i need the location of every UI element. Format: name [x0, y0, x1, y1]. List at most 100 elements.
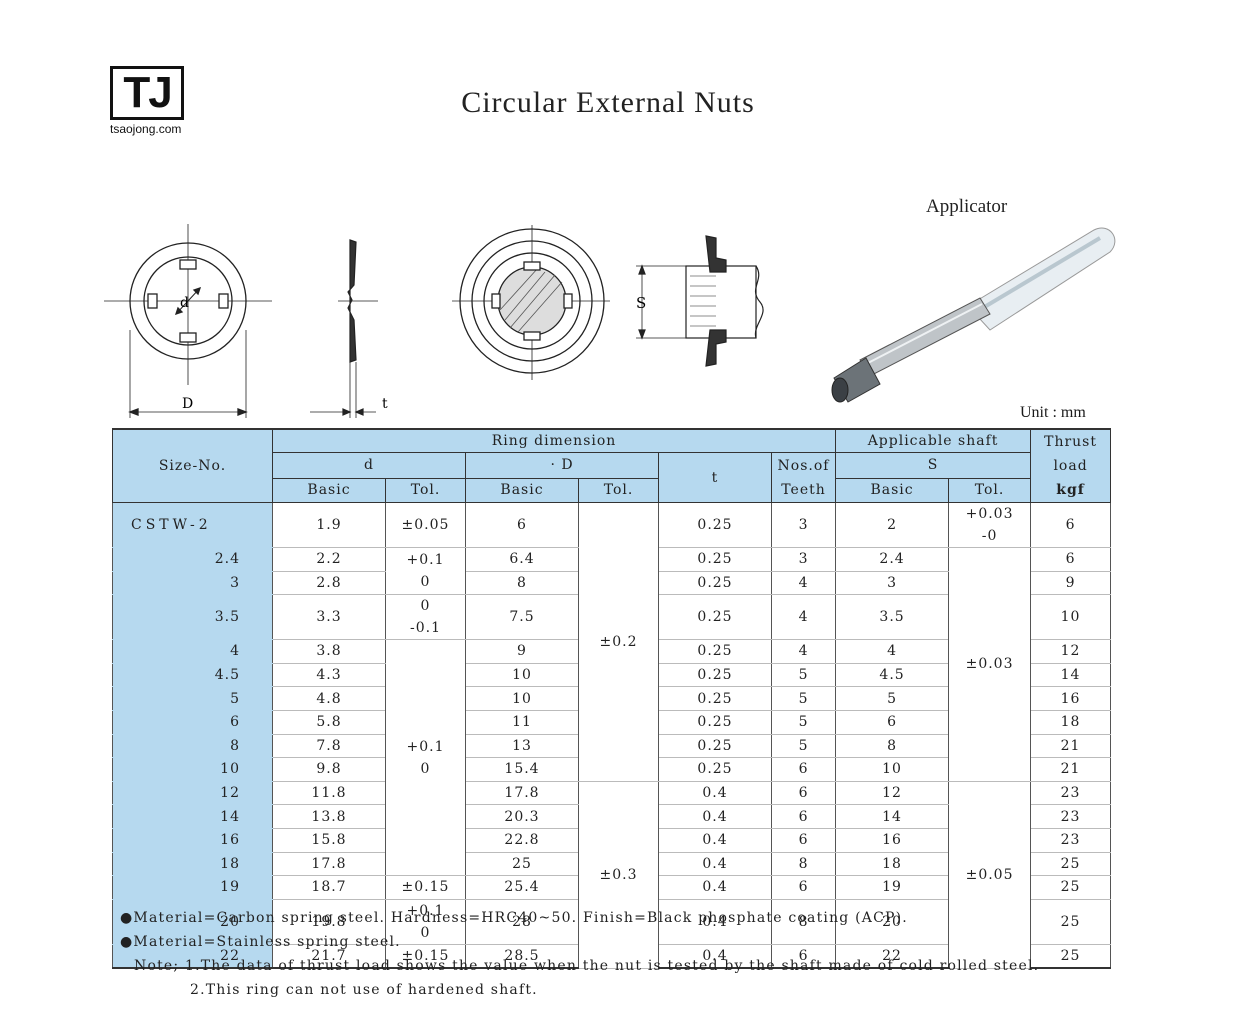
- cell-thrust-load: 25: [1030, 875, 1112, 900]
- cell-teeth: 6: [770, 757, 837, 782]
- cell-t: 0.4: [658, 781, 772, 806]
- cell-thrust-load: 14: [1030, 663, 1112, 688]
- cell-thrust-load: 25: [1030, 944, 1112, 970]
- cell-thrust-load: 23: [1030, 781, 1112, 806]
- cell-d-tol: ±0.15: [385, 944, 466, 970]
- cell-teeth: 5: [770, 710, 837, 735]
- cell-teeth: 5: [770, 663, 837, 688]
- cell-t: 0.25: [658, 663, 772, 688]
- cell-teeth: 6: [770, 875, 837, 900]
- cell-size-no: 20: [112, 899, 273, 945]
- cell-s-basic: 4: [835, 639, 950, 664]
- cell-s-basic: 14: [835, 804, 950, 829]
- cell-d-basic: 3.3: [272, 594, 386, 641]
- cell-D-tol: ±0.2: [578, 502, 659, 782]
- cell-d-basic: 21.7: [272, 944, 386, 970]
- cell-teeth: 5: [770, 686, 837, 711]
- cell-t: 0.4: [658, 852, 772, 877]
- cell-thrust-load: 6: [1030, 502, 1112, 548]
- cell-d-basic: 9.8: [272, 757, 386, 782]
- cell-thrust-load: 6: [1030, 547, 1112, 572]
- header-s-basic: Basic: [835, 477, 950, 503]
- cell-s-basic: 18: [835, 852, 950, 877]
- cell-D-basic: 28.5: [465, 944, 579, 970]
- cell-s-tol: ±0.03: [948, 547, 1032, 782]
- cell-size-no: 19: [112, 875, 273, 900]
- cell-size-no: 5: [112, 686, 273, 711]
- cell-t: 0.4: [658, 899, 772, 945]
- cell-D-basic: 6.4: [465, 547, 579, 572]
- cell-d-basic: 19.8: [272, 899, 386, 945]
- cell-thrust-load: 25: [1030, 899, 1112, 945]
- header-t: t: [658, 452, 772, 503]
- cell-d-basic: 2.2: [272, 547, 386, 572]
- cell-teeth: 6: [770, 944, 837, 970]
- cell-t: 0.25: [658, 594, 772, 641]
- header-d: d: [272, 452, 466, 479]
- note-1: Note; 1.The data of thrust load shows th…: [134, 958, 1040, 974]
- cell-D-basic: 13: [465, 734, 579, 759]
- cell-size-no: 2.4: [112, 547, 273, 572]
- material-note-1: ●Material=Carbon spring steel. Hardness=…: [120, 910, 908, 926]
- cell-d-basic: 5.8: [272, 710, 386, 735]
- applicator-label: Applicator: [926, 196, 1008, 217]
- cell-D-basic: 20.3: [465, 804, 579, 829]
- cell-size-no: CSTW-2: [112, 502, 273, 548]
- cell-D-basic: 22.8: [465, 828, 579, 853]
- cell-s-tol: +0.03-0: [948, 502, 1032, 548]
- cell-D-basic: 9: [465, 639, 579, 664]
- cell-t: 0.25: [658, 571, 772, 596]
- header-d-tol: Tol.: [385, 477, 466, 503]
- assembly-front-view: [452, 225, 610, 380]
- header-ring-dimension: Ring dimension: [271, 428, 837, 453]
- technical-drawings: d D t: [104, 224, 1116, 418]
- cell-thrust-load: 23: [1030, 828, 1112, 853]
- cell-d-tol: ±0.05: [385, 502, 466, 548]
- cell-size-no: 3.5: [112, 594, 273, 641]
- cell-size-no: 4.5: [112, 663, 273, 688]
- cell-s-basic: 12: [835, 781, 950, 806]
- cell-d-basic: 2.8: [272, 571, 386, 596]
- cell-teeth: 6: [770, 804, 837, 829]
- cell-D-basic: 10: [465, 686, 579, 711]
- cell-thrust-load: 9: [1030, 571, 1112, 596]
- cell-t: 0.4: [658, 944, 772, 970]
- cell-d-tol: ±0.15: [385, 875, 466, 900]
- cell-size-no: 4: [112, 639, 273, 664]
- company-logo: TJ tsaojong.com: [110, 66, 190, 136]
- cell-D-basic: 25.4: [465, 875, 579, 900]
- cell-t: 0.25: [658, 734, 772, 759]
- cell-d-basic: 11.8: [272, 781, 386, 806]
- cell-thrust-load: 21: [1030, 757, 1112, 782]
- nut-side-view: [310, 239, 378, 418]
- cell-D-basic: 17.8: [465, 781, 579, 806]
- header-s-tol: Tol.: [948, 477, 1032, 503]
- header-applicable-shaft: Applicable shaft: [835, 428, 1032, 453]
- header-nos-teeth: Nos.of Teeth: [770, 452, 837, 503]
- cell-d-basic: 13.8: [272, 804, 386, 829]
- applicator-tool-icon: [831, 227, 1116, 403]
- cell-size-no: 6: [112, 710, 273, 735]
- header-D: · D: [465, 452, 659, 479]
- cell-thrust-load: 12: [1030, 639, 1112, 664]
- label-D: D: [182, 396, 193, 412]
- material-note-2: ●Material=Stainless spring steel.: [120, 934, 401, 950]
- cell-teeth: 4: [770, 594, 837, 641]
- cell-d-basic: 4.8: [272, 686, 386, 711]
- label-t: t: [382, 396, 388, 412]
- cell-teeth: 6: [770, 828, 837, 853]
- nut-front-view: [104, 224, 272, 418]
- cell-s-basic: 2.4: [835, 547, 950, 572]
